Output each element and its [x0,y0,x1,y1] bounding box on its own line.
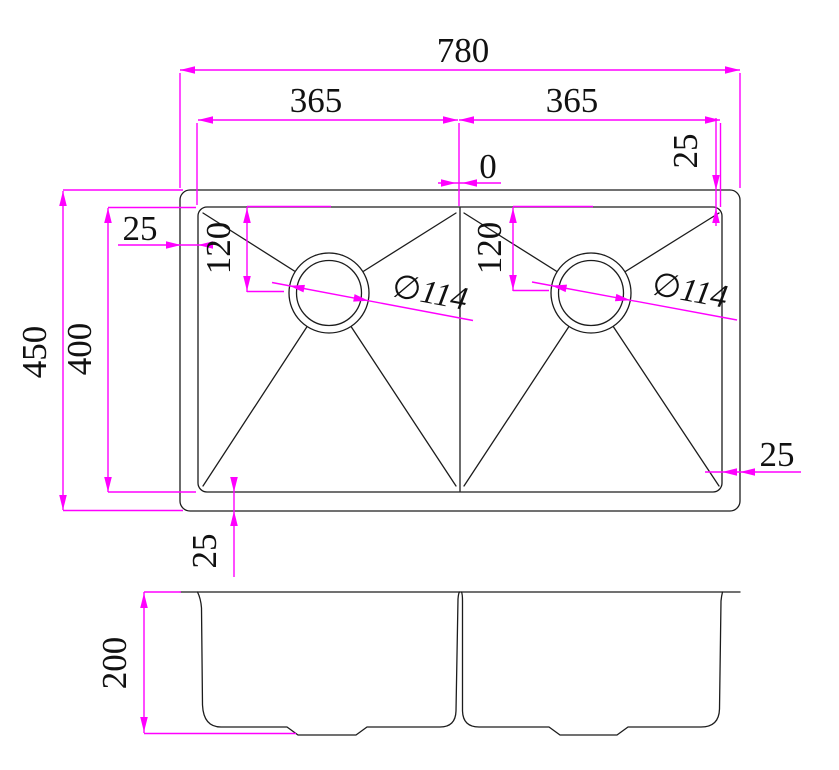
dim-overall-depth: 450 [15,189,183,512]
outer-rim-outline [179,189,741,512]
top-view [179,189,741,512]
dim-bottom-left-inset: 25 [185,477,238,577]
dim-top-left-inset: 25 [118,209,213,249]
leader-line [271,281,474,322]
dim-top-right-inset: 25 [666,118,720,226]
dim-overall-width-label: 780 [437,31,490,70]
front-left-bowl-profile [196,591,461,736]
dim-center-gap-label: 0 [479,147,497,186]
dim-top-left-inset-label: 25 [123,209,158,248]
dim-inner-depth: 400 [60,206,196,493]
dim-right-drain-offset: 120 [470,205,593,292]
dim-left-drain-offset: 120 [199,205,331,293]
dimension-annotations: 780 365 365 0 [15,31,801,735]
dim-right-drain-diameter-label: ∅114 [649,267,730,316]
front-view [179,591,741,736]
dim-bottom-right-inset-label: 25 [760,435,795,474]
front-right-bowl-profile [460,591,724,736]
dim-top-right-inset-label: 25 [666,134,705,169]
dim-inner-depth-label: 400 [60,323,99,376]
dim-left-drain-diameter-label: ∅114 [389,268,470,317]
dim-left-drain-offset-label: 120 [199,222,238,275]
dim-bowl-height: 200 [95,591,296,735]
dim-bottom-left-inset-label: 25 [185,534,224,569]
dim-left-bowl-width-label: 365 [290,81,343,120]
dim-overall-width: 780 [179,31,741,188]
dim-right-bowl-width: 365 [458,81,722,207]
dim-left-bowl-width: 365 [196,81,458,205]
dim-right-drain-offset-label: 120 [470,222,509,275]
dim-center-gap: 0 [438,147,501,187]
dim-right-bowl-width-label: 365 [546,81,599,120]
dim-bowl-height-label: 200 [95,637,134,690]
dim-overall-depth-label: 450 [15,326,54,379]
dim-bottom-right-inset: 25 [705,435,801,476]
bowl-cavity-outline [197,206,723,493]
